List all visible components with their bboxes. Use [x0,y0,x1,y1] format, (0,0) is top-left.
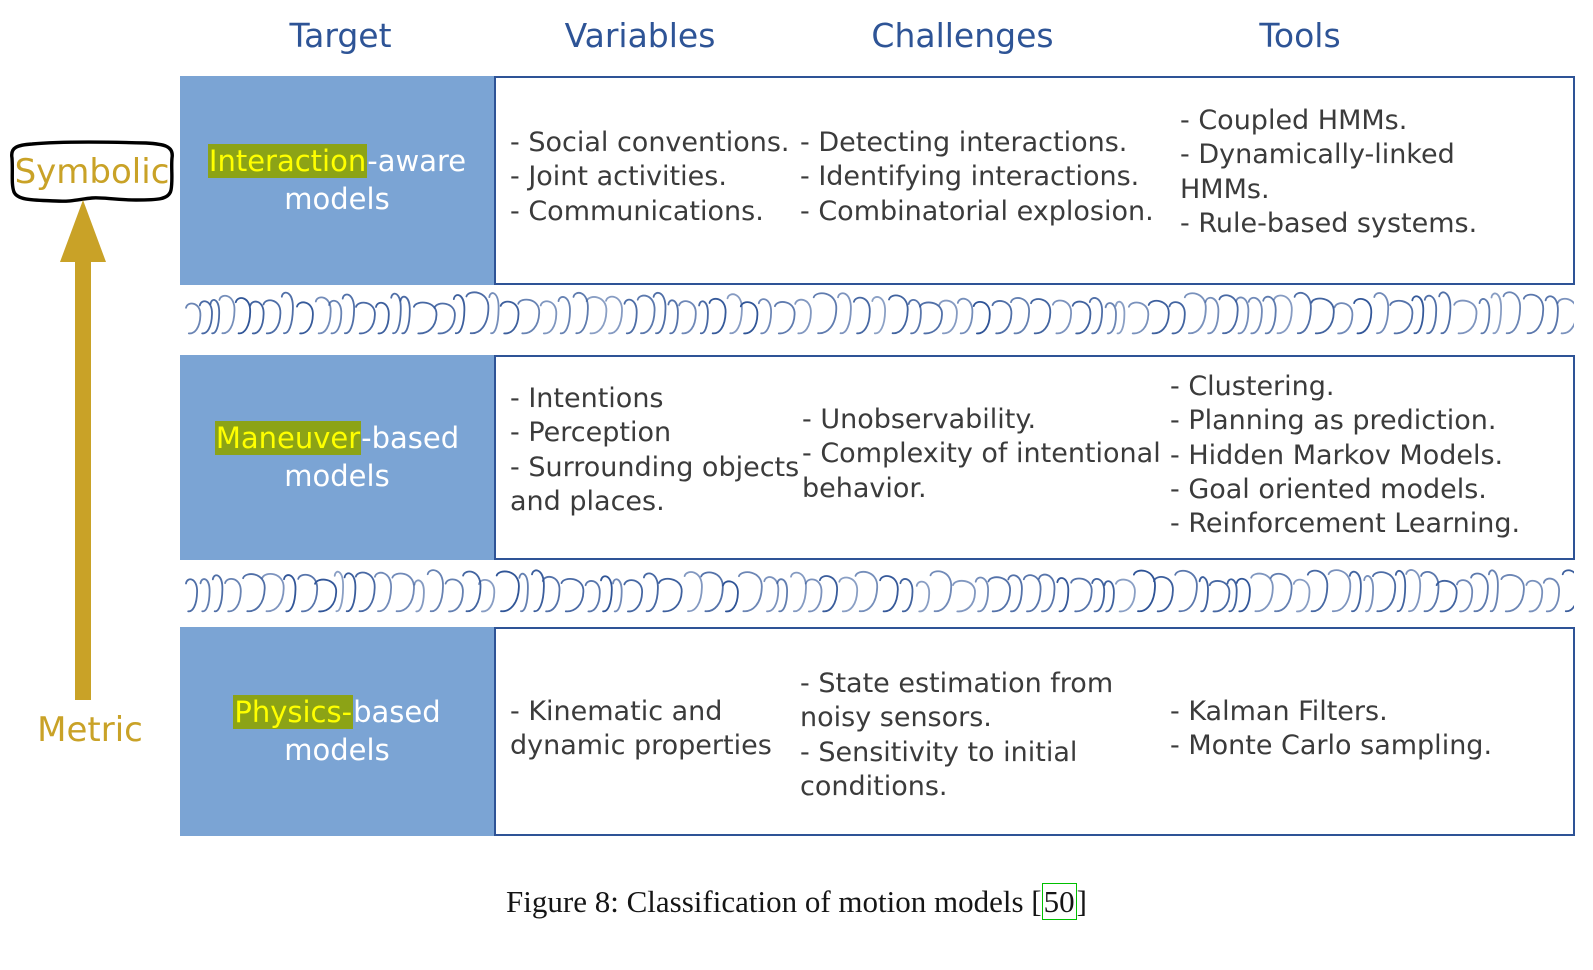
squiggle-separator-1 [185,291,1574,335]
target-line2: models [284,458,390,493]
target-highlight: Physics- [233,695,354,730]
target-rest: based [353,695,441,730]
target-cell: Maneuver-based models [180,355,496,560]
target-highlight: Maneuver [214,421,362,456]
challenges-text: - State estimation from noisy sensors. -… [800,668,1114,802]
up-arrow-icon [60,200,106,700]
challenges-text: - Detecting interactions. - Identifying … [800,127,1154,227]
target-cell: Physics-based models [180,627,496,836]
target-label: Maneuver-based models [209,420,465,494]
challenges-text: - Unobservability. - Complexity of inten… [802,404,1161,504]
target-label: Physics-based models [227,694,446,768]
squiggle-separator-2 [185,569,1574,613]
figure-caption: Figure 8: Classification of motion model… [0,883,1593,920]
table-row: Physics-based models - Kinematic and dyn… [180,627,1575,836]
target-label: Interaction-aware models [202,143,472,217]
target-cell: Interaction-aware models [180,76,496,285]
tools-text: - Coupled HMMs. - Dynamically-linked HMM… [1180,105,1478,239]
metric-label: Metric [37,710,143,750]
caption-suffix: ] [1076,884,1087,919]
variables-text: - Social conventions. - Joint activities… [510,127,790,227]
caption-reference-link[interactable]: 50 [1041,883,1077,920]
target-line2: models [284,732,390,767]
target-highlight: Interaction [207,144,368,179]
tools-text: - Clustering. - Planning as prediction. … [1170,371,1521,540]
column-header-target: Target [289,16,392,55]
table-row: Interaction-aware models - Social conven… [180,76,1575,285]
caption-prefix: Figure 8: Classification of motion model… [506,884,1042,919]
column-header-challenges: Challenges [871,16,1054,55]
target-rest: -based [361,421,460,456]
target-line2: models [284,181,390,216]
symbolic-badge: Symbolic [6,138,178,206]
column-header-tools: Tools [1259,16,1341,55]
symbolic-label: Symbolic [14,152,170,192]
tools-text: - Kalman Filters. - Monte Carlo sampling… [1170,696,1493,762]
hand-drawn-box-icon [10,140,174,203]
variables-text: - Kinematic and dynamic properties [510,696,772,762]
column-header-variables: Variables [564,16,716,55]
target-rest: -aware [367,144,467,179]
variables-text: - Intentions - Perception - Surrounding … [510,383,800,517]
table-row: Maneuver-based models - Intentions - Per… [180,355,1575,560]
